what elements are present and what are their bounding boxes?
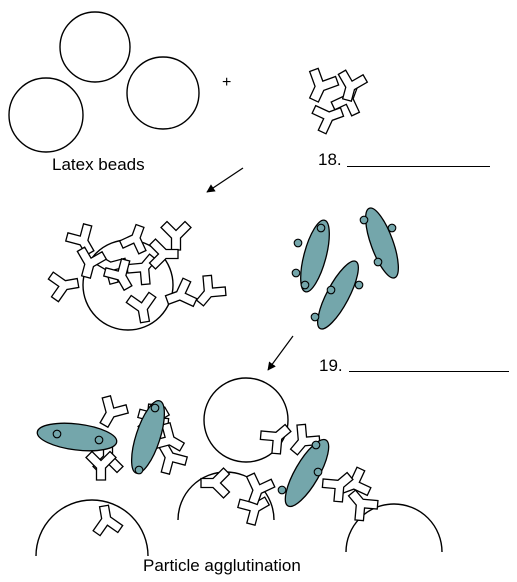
- question-18-label: 18.: [318, 151, 342, 168]
- epitope: [374, 258, 382, 266]
- antigen: [359, 204, 405, 281]
- antibody: [189, 272, 230, 313]
- antibody: [91, 393, 131, 433]
- question-18-answer-blank[interactable]: [347, 166, 490, 167]
- antibody: [161, 222, 191, 251]
- epitope: [360, 216, 368, 224]
- latex-bead: [60, 12, 130, 82]
- epitope: [317, 224, 325, 232]
- question-19-answer-blank[interactable]: [349, 371, 509, 372]
- latex-bead-partial: [36, 500, 148, 556]
- reaction-arrow: [207, 168, 243, 192]
- free-antibodies-group: [299, 66, 368, 136]
- bead-antibodies-group: [47, 221, 229, 325]
- latex-beads-label: Latex beads: [52, 156, 145, 173]
- epitope: [95, 436, 103, 444]
- plus-sign: +: [222, 74, 231, 91]
- antibody: [47, 268, 80, 302]
- epitope: [278, 486, 286, 494]
- epitope: [312, 441, 320, 449]
- epitope: [292, 269, 300, 277]
- antigen-body: [359, 204, 405, 281]
- antigen-body: [295, 217, 335, 294]
- epitope: [53, 430, 61, 438]
- epitope: [135, 466, 143, 474]
- latex-bead: [9, 78, 83, 152]
- question-19-label: 19.: [319, 357, 343, 374]
- antigens-group: [292, 204, 405, 333]
- latex-beads-group: [9, 12, 199, 152]
- epitope: [314, 468, 322, 476]
- antigen: [292, 217, 335, 294]
- epitope: [327, 286, 335, 294]
- epitope: [388, 224, 396, 232]
- particle-agglutination-label: Particle agglutination: [143, 557, 301, 574]
- epitope: [311, 313, 319, 321]
- epitope: [151, 404, 159, 412]
- reaction-arrow: [268, 336, 293, 370]
- epitope: [355, 281, 363, 289]
- epitope: [301, 281, 309, 289]
- latex-bead: [127, 57, 199, 129]
- epitope: [294, 239, 302, 247]
